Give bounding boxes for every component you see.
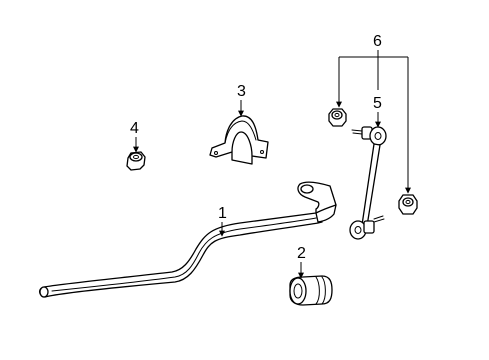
callout-1: 1 bbox=[218, 205, 227, 222]
callout-3: 3 bbox=[237, 83, 246, 100]
nut-left bbox=[126, 151, 146, 171]
callout-6: 6 bbox=[373, 33, 382, 50]
stabilizer-link bbox=[349, 126, 387, 240]
callout-2: 2 bbox=[297, 245, 306, 262]
bracket bbox=[209, 115, 269, 165]
bushing bbox=[289, 275, 333, 306]
callout-4: 4 bbox=[130, 120, 139, 137]
nut-upper bbox=[328, 108, 347, 127]
stabilizer-bar bbox=[38, 181, 337, 298]
bar-eye bbox=[300, 184, 314, 194]
bar-end-cap bbox=[39, 286, 49, 298]
nut-lower bbox=[398, 194, 418, 215]
callout-5: 5 bbox=[373, 95, 382, 112]
